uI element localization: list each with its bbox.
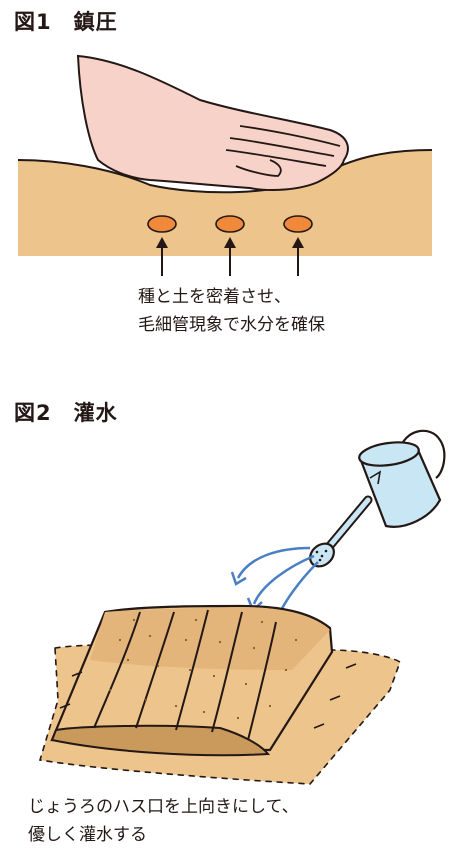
seed-icon: [215, 215, 245, 233]
caption-line: じょうろのハス口を上向きにして、: [28, 797, 299, 817]
hand-icon: [76, 54, 349, 191]
caption-line: 毛細管現象で水分を確保: [138, 315, 325, 335]
figure1-heading: 鎮圧: [73, 10, 118, 34]
watering-can-icon: [309, 429, 446, 568]
soil-bed-icon: [38, 604, 401, 785]
compaction-illustration: [17, 54, 433, 276]
figure1-caption: 種と土を密着させ、 毛細管現象で水分を確保: [138, 283, 325, 339]
water-arrow-icon: [252, 554, 315, 605]
up-arrow-icon: [156, 237, 168, 276]
figure2-label: 図2: [14, 401, 52, 425]
seed-icon: [147, 215, 177, 233]
up-arrows: [156, 237, 304, 276]
up-arrow-icon: [224, 237, 236, 276]
figure2-caption: じょうろのハス口を上向きにして、 優しく灌水する: [28, 793, 299, 849]
up-arrow-icon: [292, 237, 304, 276]
seed-icon: [283, 215, 313, 233]
figure2-title: 図2 灌水: [14, 397, 118, 427]
figure1-label: 図1: [14, 10, 52, 34]
figure2-heading: 灌水: [73, 401, 118, 425]
water-arrow-icon: [236, 546, 311, 579]
caption-line: 種と土を密着させ、: [138, 287, 291, 307]
seeds: [147, 215, 313, 233]
watering-illustration: [38, 429, 446, 785]
caption-line: 優しく灌水する: [28, 825, 147, 845]
figure1-title: 図1 鎮圧: [14, 6, 118, 36]
